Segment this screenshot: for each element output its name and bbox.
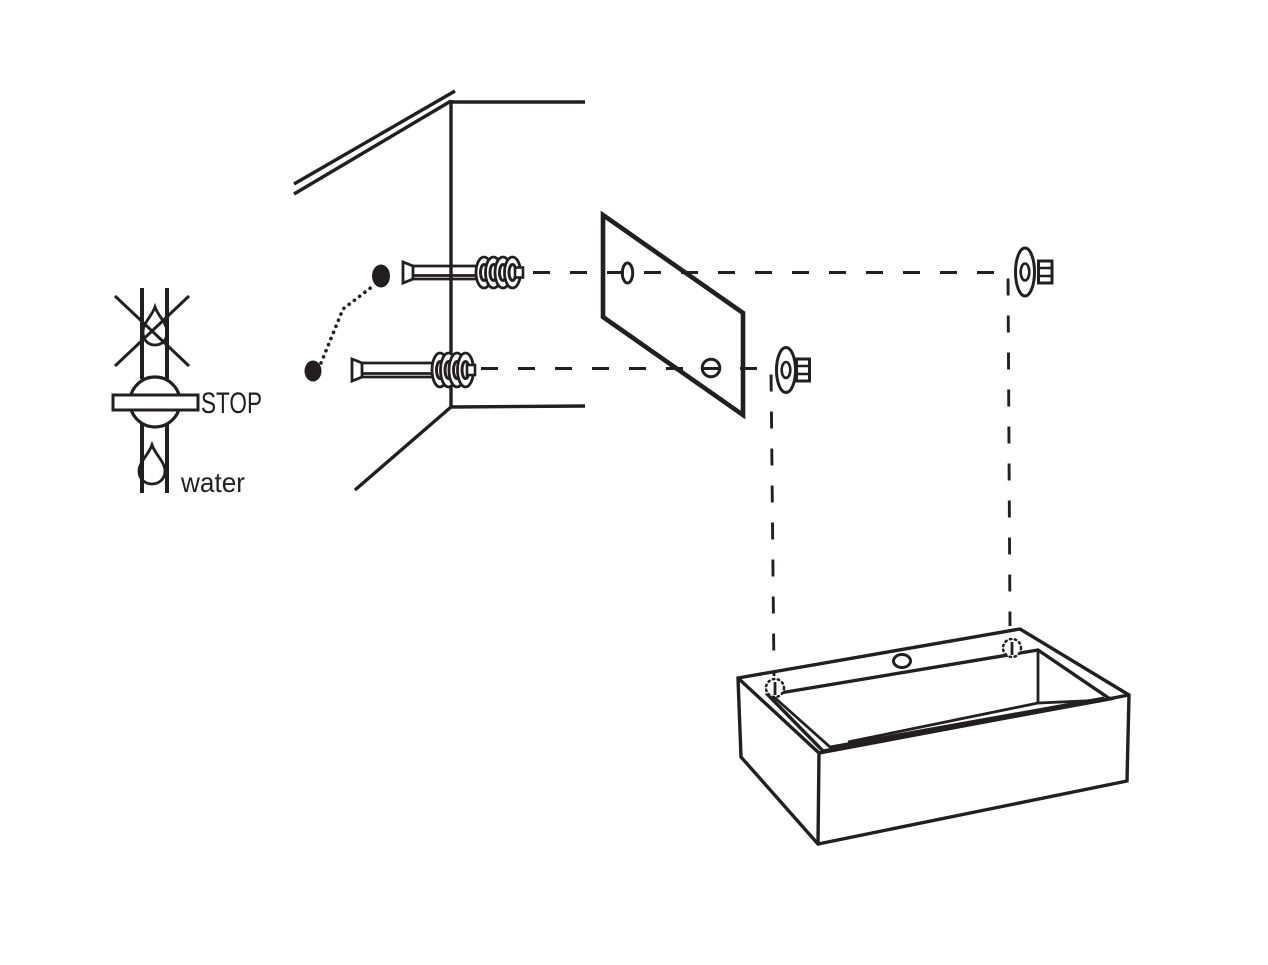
water-label: water (180, 467, 245, 498)
anchor-lower-shaft (362, 361, 436, 379)
drill-hole-lower (304, 360, 322, 382)
shutoff-valve-handle (111, 393, 200, 412)
basin-inner-lip (773, 695, 1105, 749)
wall-bottom-right-edge (450, 404, 586, 409)
mounting-hole-markers (764, 637, 1023, 699)
washer-lower-hole (780, 360, 792, 380)
washer-lower (775, 346, 797, 394)
anchor-upper-coils (474, 255, 522, 290)
basin-inner-walls (847, 650, 1107, 744)
drill-hole-upper (372, 264, 390, 288)
no-water-cross-icon (113, 294, 191, 368)
washer-upper-hole (1019, 262, 1031, 282)
alignment-line-upper (533, 271, 1012, 627)
alignment-dashed-lines (481, 271, 1012, 677)
basin-opening (764, 648, 1115, 753)
wall-anchor-upper (401, 255, 525, 290)
alignment-line-lower (481, 367, 776, 677)
anchor-upper-tip (513, 266, 525, 279)
mounting-plate-body (600, 210, 746, 420)
water-drop-upper-icon (141, 302, 169, 347)
washer-upper (1014, 246, 1036, 298)
nut-lower-threads (796, 364, 810, 376)
anchor-lower-cap (350, 356, 364, 384)
stop-label: STOP (201, 387, 262, 420)
drill-holes (304, 264, 390, 382)
wall-top-edge-double-line (293, 89, 456, 196)
washer-nut-lower (775, 346, 811, 394)
faucet-hole (892, 653, 912, 669)
water-drop-lower-icon (137, 440, 167, 486)
water-shutoff-symbol: STOP water (111, 288, 262, 498)
washbasin (736, 627, 1131, 846)
drill-holes-dotted-line (319, 284, 375, 365)
anchor-lower-tip (465, 363, 477, 377)
wall-corner (293, 89, 586, 492)
nut-upper-threads (1038, 266, 1052, 278)
nut-upper (1037, 259, 1054, 285)
mounting-plate (600, 210, 746, 420)
nut-lower (795, 357, 811, 383)
anchor-upper-shaft (413, 264, 478, 281)
wall-bottom-left-edge (353, 405, 453, 492)
washer-nut-upper (1014, 246, 1054, 298)
anchor-upper-cap (401, 259, 415, 286)
wall-anchor-lower (350, 351, 477, 389)
basin-outer-body (736, 627, 1131, 846)
anchor-lower-coils (430, 351, 475, 389)
